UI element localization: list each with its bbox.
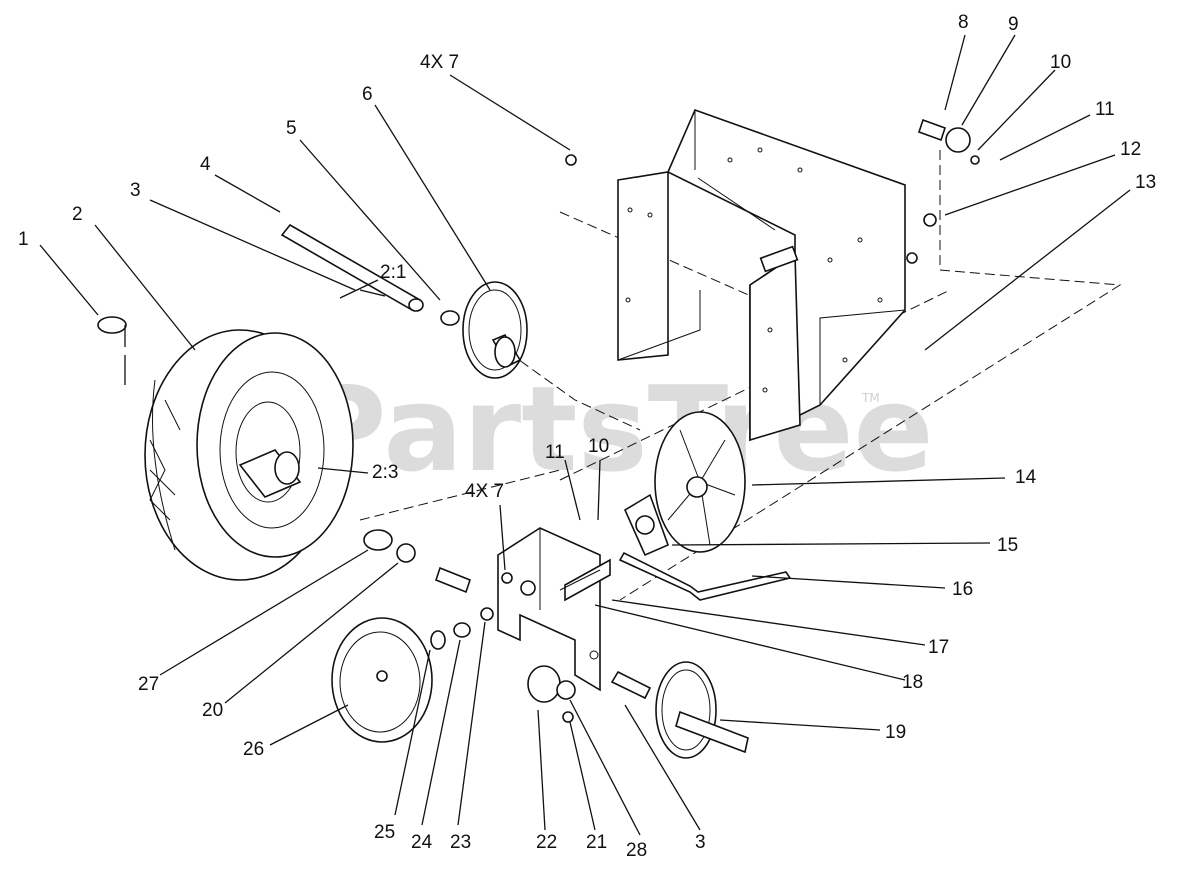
callout-15: 15 (997, 535, 1018, 556)
watermark-trademark: TM (861, 391, 880, 405)
callout-2: 2 (72, 204, 83, 225)
callout-18: 18 (902, 672, 923, 693)
callout-19: 19 (885, 722, 906, 743)
callout-5: 5 (286, 118, 297, 139)
callout-11-top: 11 (1095, 99, 1115, 120)
callout-11-mid: 11 (545, 442, 565, 463)
callout-4x7-top: 4X 7 (420, 52, 459, 73)
callout-24: 24 (411, 832, 433, 853)
callout-10-top: 10 (1050, 52, 1071, 73)
callout-23: 23 (450, 832, 471, 853)
leader-lines (39, 34, 1131, 836)
axle-shaft (280, 223, 460, 326)
callout-20: 20 (202, 700, 223, 721)
callout-2-3: 2:3 (372, 462, 398, 483)
callout-22: 22 (536, 832, 557, 853)
callout-27: 27 (138, 674, 159, 695)
callout-14: 14 (1015, 467, 1037, 488)
callout-16: 16 (952, 579, 973, 600)
callout-10-mid: 10 (588, 436, 609, 457)
callout-12: 12 (1120, 139, 1141, 160)
callout-2-1: 2:1 (380, 262, 406, 283)
callout-9: 9 (1008, 14, 1019, 35)
callout-28: 28 (626, 840, 647, 861)
callout-8: 8 (958, 12, 969, 33)
callout-labels: 1 2 3 4 5 6 4X 7 8 9 10 11 12 13 2:1 2:3… (18, 12, 1156, 861)
callout-3-bottom: 3 (695, 832, 706, 853)
hub-parts (363, 118, 980, 723)
callout-26: 26 (243, 739, 264, 760)
drive-gear (610, 661, 749, 759)
wheel-pin (97, 316, 127, 385)
callout-4: 4 (200, 154, 211, 175)
callout-6: 6 (362, 84, 373, 105)
callout-4x7-mid: 4X 7 (465, 481, 504, 502)
friction-wheel (331, 617, 433, 743)
callout-17: 17 (928, 637, 949, 658)
bearing-flange (623, 493, 670, 557)
fan-plate (654, 411, 746, 553)
callout-13: 13 (1135, 172, 1156, 193)
chassis-frame (617, 108, 906, 442)
shift-rod (618, 551, 792, 601)
wheel-tire (144, 329, 354, 581)
sprocket (462, 281, 528, 379)
callout-1: 1 (18, 229, 29, 250)
callout-3: 3 (130, 180, 141, 201)
mounting-bracket (497, 527, 611, 692)
callout-25: 25 (374, 822, 395, 843)
callout-21: 21 (586, 832, 607, 853)
